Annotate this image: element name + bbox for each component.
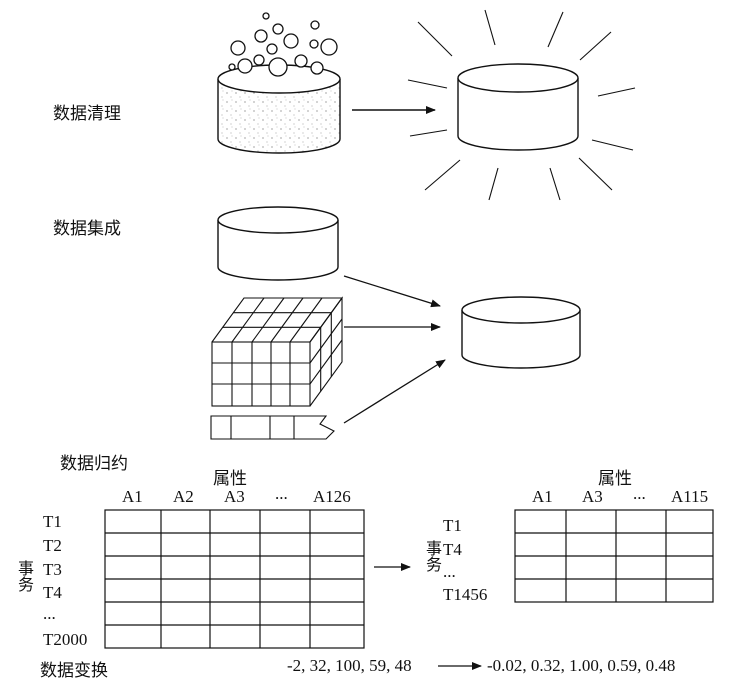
left-row-label: T3 bbox=[43, 560, 62, 579]
section-title-integration: 数据集成 bbox=[53, 219, 121, 239]
target-database-cylinder bbox=[461, 296, 581, 369]
right-row-label: ... bbox=[443, 562, 456, 581]
left-row-title: 事务 bbox=[15, 560, 34, 592]
left-attr-header: A3 bbox=[224, 487, 245, 506]
right-attr-header: ... bbox=[633, 484, 646, 503]
left-row-label: T4 bbox=[43, 583, 62, 602]
section-title-cleaning: 数据清理 bbox=[53, 104, 121, 124]
right-attr-title: 属性 bbox=[598, 469, 632, 489]
right-attr-header: A1 bbox=[532, 487, 553, 506]
dirty-data-cylinder bbox=[217, 64, 341, 154]
right-row-label: T4 bbox=[443, 540, 462, 559]
right-attr-header: A115 bbox=[671, 487, 709, 506]
integration-arrow-1 bbox=[343, 275, 441, 308]
flat-file bbox=[210, 415, 335, 440]
section-title-transformation: 数据变换 bbox=[40, 661, 108, 681]
right-row-title: 事务 bbox=[423, 540, 442, 572]
left-attr-title: 属性 bbox=[213, 469, 247, 489]
right-attr-header: A3 bbox=[582, 487, 603, 506]
right-row-label: T1 bbox=[443, 516, 462, 535]
clean-data-cylinder bbox=[457, 63, 579, 151]
reduction-table-left bbox=[104, 509, 365, 649]
integration-arrow-3 bbox=[343, 359, 446, 424]
reduction-table-right bbox=[514, 509, 714, 603]
source-database-cylinder bbox=[217, 206, 339, 281]
left-attr-header: A126 bbox=[313, 487, 351, 506]
left-row-label: T1 bbox=[43, 512, 62, 531]
transformation-output: -0.02, 0.32, 1.00, 0.59, 0.48 bbox=[487, 656, 676, 675]
transformation-input: -2, 32, 100, 59, 48 bbox=[287, 656, 412, 675]
left-attr-header: A2 bbox=[173, 487, 194, 506]
left-row-label: ... bbox=[43, 604, 56, 623]
left-attr-header: A1 bbox=[122, 487, 143, 506]
section-title-reduction: 数据归约 bbox=[60, 454, 128, 474]
left-row-label: T2 bbox=[43, 536, 62, 555]
left-attr-header: ... bbox=[275, 484, 288, 503]
glow-rays bbox=[407, 9, 636, 201]
bubbles bbox=[228, 12, 338, 77]
data-cube bbox=[211, 296, 344, 407]
left-row-label: T2000 bbox=[43, 630, 88, 649]
right-row-label: T1456 bbox=[443, 585, 488, 604]
